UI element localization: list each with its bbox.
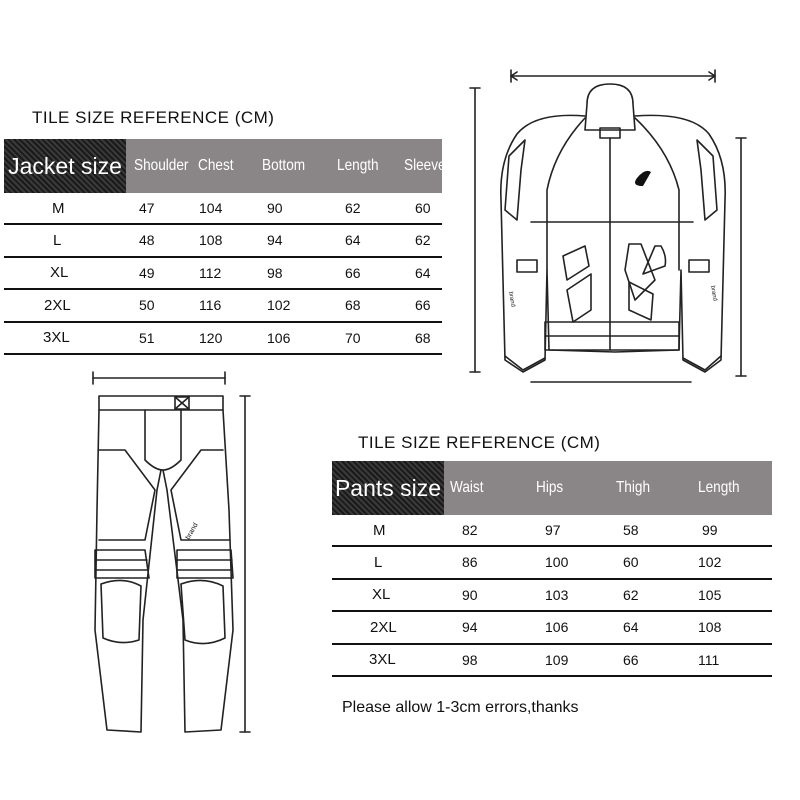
measurement-error-note: Please allow 1-3cm errors,thanks: [342, 699, 579, 716]
pants-col-waist: Waist: [450, 479, 484, 496]
value-cell: 49: [139, 264, 155, 281]
pants-col-hips: Hips: [536, 479, 564, 496]
pants-size-table: Pants size Waist Hips Thigh Length M 82 …: [332, 461, 772, 677]
value-cell: 120: [199, 329, 223, 346]
size-cell: 3XL: [43, 329, 70, 347]
size-cell: L: [374, 553, 383, 571]
value-cell: 48: [139, 232, 155, 249]
value-cell: 98: [267, 264, 283, 281]
value-cell: 64: [415, 264, 431, 281]
value-cell: 104: [199, 200, 223, 216]
value-cell: 112: [199, 264, 222, 281]
value-cell: 66: [415, 297, 431, 314]
value-cell: 68: [415, 329, 431, 346]
value-cell: 66: [345, 264, 361, 281]
value-cell: 97: [545, 522, 561, 538]
jacket-size-title: TILE SIZE REFERENCE (CM): [32, 108, 275, 127]
size-cell: M: [52, 199, 65, 217]
value-cell: 116: [199, 297, 222, 314]
value-cell: 105: [698, 586, 722, 603]
value-cell: 51: [139, 329, 155, 346]
jacket-col-bottom: Bottom: [262, 157, 306, 174]
value-cell: 70: [345, 329, 361, 346]
table-row: M 82 97 58 99: [332, 515, 772, 548]
pants-col-length: Length: [698, 479, 740, 496]
size-cell: L: [53, 231, 62, 249]
jacket-col-shoulder: Shoulder: [134, 157, 189, 174]
pants-col-thigh: Thigh: [616, 479, 651, 496]
value-cell: 108: [698, 619, 722, 636]
pants-size-corner-label: Pants size: [332, 461, 444, 515]
jacket-col-chest: Chest: [198, 157, 234, 174]
value-cell: 62: [345, 200, 361, 216]
value-cell: 86: [462, 554, 478, 571]
table-row: L 48 108 94 64 62: [4, 225, 442, 258]
table-row: 2XL 50 116 102 68 66: [4, 290, 442, 323]
size-cell: 2XL: [370, 618, 397, 636]
svg-text:brand: brand: [507, 291, 516, 307]
jacket-size-table: Jacket size Shoulder Chest Bottom Length…: [4, 139, 446, 355]
value-cell: 109: [545, 651, 569, 668]
jacket-col-length: Length: [337, 157, 379, 174]
value-cell: 66: [623, 651, 639, 668]
value-cell: 58: [623, 522, 639, 538]
value-cell: 50: [139, 297, 155, 314]
jacket-table-header: Jacket size Shoulder Chest Bottom Length…: [4, 139, 446, 193]
value-cell: 106: [267, 329, 291, 346]
size-cell: 3XL: [369, 651, 396, 669]
value-cell: 102: [698, 554, 722, 571]
table-row: XL 90 103 62 105: [332, 580, 772, 613]
table-row: 2XL 94 106 64 108: [332, 612, 772, 645]
value-cell: 103: [545, 586, 569, 603]
value-cell: 62: [623, 586, 639, 603]
value-cell: 99: [702, 522, 718, 538]
size-cell: XL: [50, 264, 69, 282]
pants-size-title: TILE SIZE REFERENCE (CM): [358, 433, 601, 452]
table-row: 3XL 51 120 106 70 68: [4, 323, 442, 355]
svg-text:brand: brand: [709, 285, 718, 301]
value-cell: 68: [345, 297, 361, 314]
size-cell: M: [373, 521, 386, 539]
pants-table-header: Pants size Waist Hips Thigh Length: [332, 461, 772, 515]
value-cell: 60: [415, 200, 431, 216]
value-cell: 90: [267, 200, 283, 216]
value-cell: 47: [139, 200, 155, 216]
value-cell: 64: [623, 619, 639, 636]
value-cell: 60: [623, 554, 639, 571]
table-row: XL 49 112 98 66 64: [4, 258, 442, 291]
value-cell: 82: [462, 522, 478, 538]
brand-logo-icon: [635, 170, 651, 186]
value-cell: 102: [267, 297, 291, 314]
value-cell: 94: [462, 619, 478, 636]
value-cell: 111: [698, 651, 720, 668]
value-cell: 90: [462, 586, 478, 603]
value-cell: 108: [199, 232, 223, 249]
value-cell: 94: [267, 232, 283, 249]
table-row: 3XL 98 109 66 111: [332, 645, 772, 677]
table-row: M 47 104 90 62 60: [4, 193, 442, 226]
value-cell: 64: [345, 232, 361, 249]
value-cell: 100: [545, 554, 569, 571]
jacket-col-sleeve: Sleeve: [404, 157, 446, 174]
size-cell: XL: [372, 586, 391, 604]
table-row: L 86 100 60 102: [332, 547, 772, 580]
value-cell: 106: [545, 619, 569, 636]
pants-illustration: brand: [92, 371, 251, 733]
svg-text:brand: brand: [185, 522, 200, 541]
value-cell: 62: [415, 232, 431, 249]
size-cell: 2XL: [44, 296, 71, 314]
value-cell: 98: [462, 651, 478, 668]
jacket-illustration: brand brand: [469, 69, 747, 383]
jacket-size-corner-label: Jacket size: [4, 139, 126, 193]
